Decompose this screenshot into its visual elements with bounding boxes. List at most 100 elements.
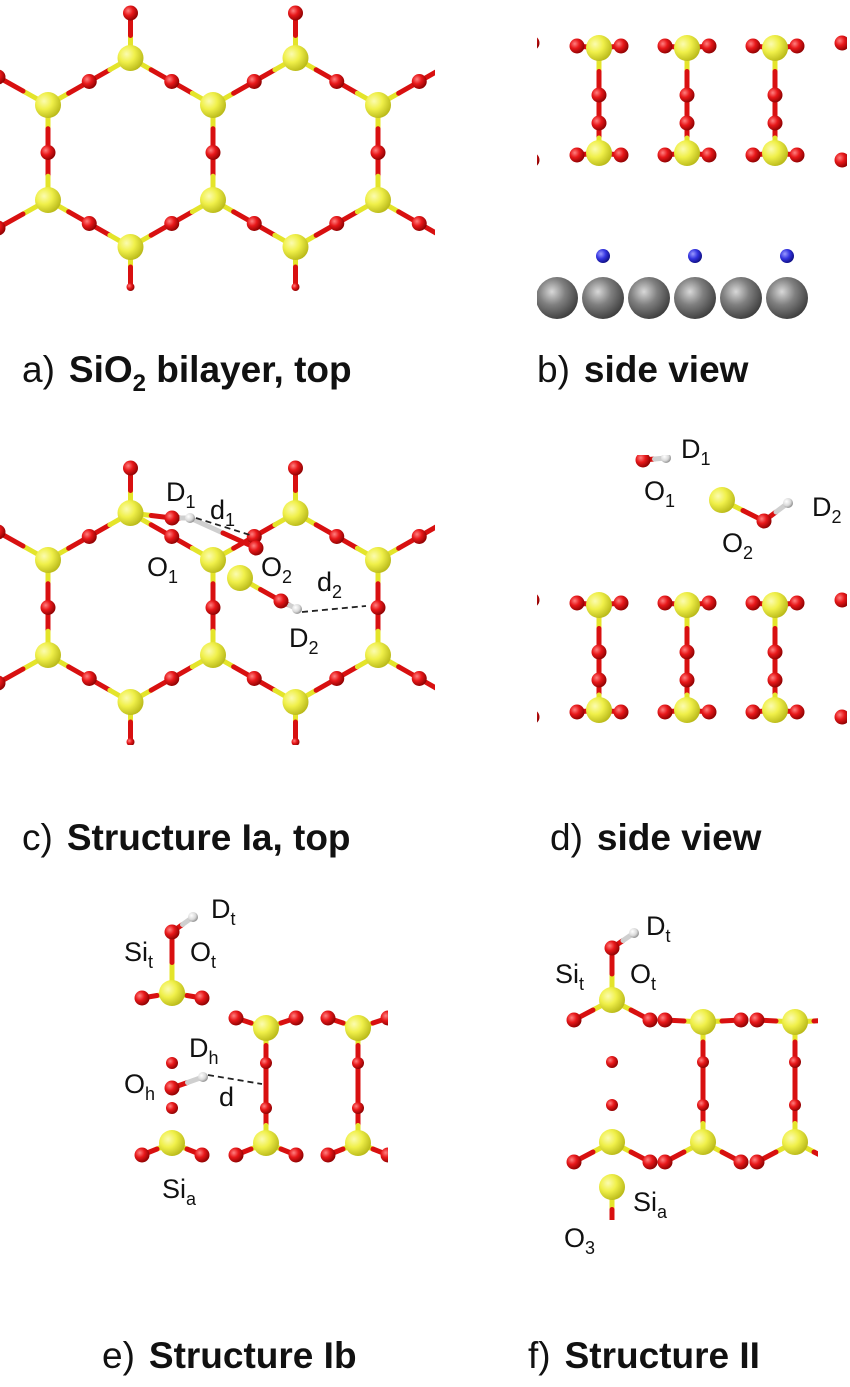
oxygen-atom: [123, 5, 138, 21]
label-e-Dh: Dh: [189, 1033, 219, 1068]
silicon-atom: [674, 140, 700, 166]
metal-atom: [196, 1284, 238, 1326]
oxygen-atom: [834, 35, 847, 51]
oxygen-atom: [260, 1057, 272, 1069]
oxygen-atom: [288, 1147, 304, 1163]
silicon-atom: [282, 500, 309, 526]
oxygen-atom: [749, 1154, 765, 1170]
oxygen-atom: [246, 671, 262, 686]
oxygen-atom: [248, 540, 264, 556]
metal-atom: [639, 1279, 681, 1321]
oxygen-atom: [613, 595, 629, 611]
adatom: [699, 1251, 713, 1265]
oxygen-atom: [767, 115, 783, 131]
d2-line: [301, 605, 367, 613]
silicon-atom: [674, 592, 700, 618]
bond: [440, 58, 461, 70]
oxygen-atom: [657, 38, 673, 54]
bond: [440, 235, 461, 247]
label-f-Sia: Sia: [633, 1187, 668, 1222]
oxygen-atom: [697, 1099, 709, 1111]
oxygen-atom: [0, 69, 6, 85]
oxygen-atom: [134, 1147, 150, 1163]
oxygen-atom: [246, 529, 262, 544]
oxygen-atom: [756, 513, 772, 529]
oxygen-atom: [453, 6, 468, 21]
oxygen-atom: [537, 711, 540, 723]
silicon-atom: [599, 987, 625, 1013]
label-e-d: d: [219, 1082, 234, 1112]
oxygen-atom: [370, 145, 386, 160]
oxygen-atom: [370, 600, 386, 615]
metal-atom: [731, 1279, 773, 1321]
oxygen-atom: [329, 216, 345, 231]
oxygen-atom: [503, 268, 518, 283]
label-c-O2: O2: [261, 552, 292, 587]
oxygen-atom: [679, 87, 695, 103]
metal-atom: [685, 1279, 727, 1321]
deuterium-atom: [661, 455, 671, 463]
metal-atom: [242, 1284, 284, 1326]
label-d-O1: O1: [644, 476, 675, 511]
bond: [461, 499, 486, 513]
caption-f: f)Structure II: [528, 1335, 760, 1376]
metal-atom: [720, 277, 762, 319]
oxygen-atom: [291, 283, 300, 291]
oxygen-atom: [657, 1154, 673, 1170]
oxygen-atom: [635, 455, 651, 468]
caption-a: a)SiO2 bilayer, top: [22, 349, 352, 397]
adatom: [607, 1251, 621, 1265]
oxygen-atom: [81, 216, 97, 231]
silicon-atom: [253, 1015, 279, 1041]
silicon-atom: [200, 187, 226, 213]
oxygen-atom: [164, 510, 180, 526]
oxygen-atom: [679, 644, 695, 660]
oxygen-atom: [701, 595, 717, 611]
oxygen-atom: [789, 1099, 801, 1111]
silicon-atom: [690, 1009, 716, 1035]
metal-atom: [537, 277, 578, 319]
oxygen-atom: [380, 1147, 388, 1163]
silicon-atom: [365, 92, 391, 118]
bond: [486, 485, 511, 499]
oxygen-atom: [457, 283, 465, 291]
oxygen-atom: [320, 1010, 336, 1026]
silicon-atom: [448, 500, 474, 526]
silicon-atom: [448, 234, 474, 260]
label-d-D2: D2: [812, 492, 842, 527]
bond: [486, 30, 511, 44]
oxygen-atom: [411, 529, 427, 544]
oxygen-atom: [164, 529, 180, 544]
oxygen-atom: [166, 1102, 178, 1114]
oxygen-atom: [701, 704, 717, 720]
oxygen-atom: [826, 1155, 841, 1170]
oxygen-atom: [767, 672, 783, 688]
silicon-atom: [365, 642, 391, 668]
caption-b: b)side view: [537, 349, 749, 390]
oxygen-atom: [745, 595, 761, 611]
oxygen-atom: [40, 600, 56, 615]
silicon-atom: [117, 45, 144, 71]
silicon-atom: [117, 689, 144, 715]
panel-e-structure: [134, 912, 388, 1326]
oxygen-atom: [453, 461, 468, 476]
oxygen-atom: [411, 74, 427, 89]
oxygen-atom: [329, 671, 345, 686]
oxygen-atom: [537, 37, 540, 49]
oxygen-atom: [228, 1147, 244, 1163]
oxygen-atom: [569, 595, 585, 611]
oxygen-atom: [228, 1010, 244, 1026]
oxygen-atom: [329, 74, 345, 89]
silicon-atom: [117, 234, 144, 260]
label-e-Oh: Oh: [124, 1069, 155, 1104]
metal-atom: [334, 1284, 376, 1326]
silicon-atom: [117, 500, 144, 526]
label-e-Dt: Dt: [211, 894, 236, 929]
oxygen-atom: [123, 460, 138, 476]
oxygen-atom: [789, 1056, 801, 1068]
oxygen-atom: [288, 5, 303, 21]
caption-e: e)Structure Ib: [102, 1335, 357, 1376]
oxygen-atom: [826, 1013, 841, 1028]
metal-atom: [766, 277, 808, 319]
d-line-e: [207, 1074, 263, 1085]
